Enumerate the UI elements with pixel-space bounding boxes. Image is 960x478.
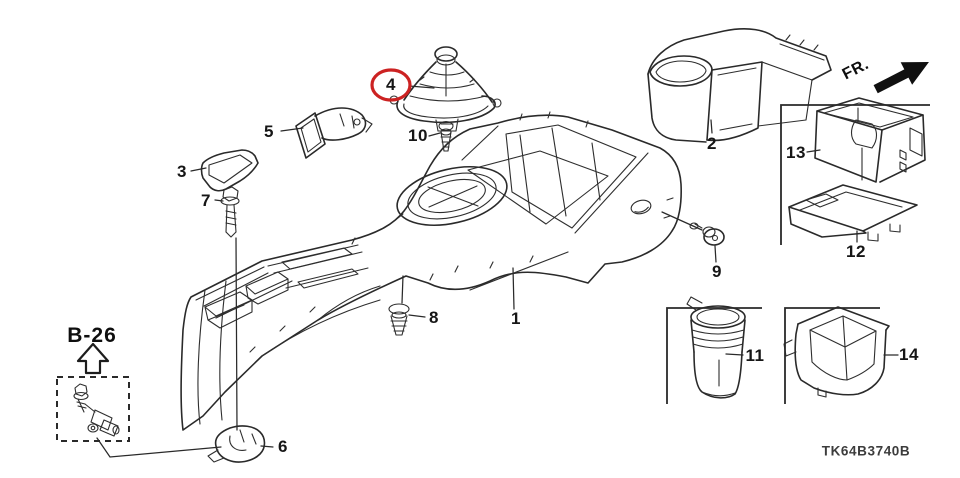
highlight-circle [370, 68, 412, 102]
part-5-bracket [295, 107, 373, 159]
part-6-bracket [207, 425, 266, 463]
diagram-code: TK64B3740B [821, 443, 911, 459]
fr-direction-arrow-icon [873, 62, 929, 94]
part-10-clip [438, 120, 454, 152]
part-callout-3: 3 [177, 162, 187, 181]
part-9-knob [689, 222, 725, 246]
part-callout-1: 1 [511, 309, 521, 328]
part-callout-2: 2 [707, 134, 717, 153]
part-callout-14: 14 [899, 345, 919, 364]
part-callout-13: 13 [786, 143, 806, 162]
hatching-ticks [249, 111, 674, 353]
part-callout-9: 9 [712, 262, 722, 281]
b26-arrow-icon [76, 342, 110, 375]
part-callout-7: 7 [201, 191, 211, 210]
part-13-box [814, 97, 926, 183]
part-14-cup-holder [783, 306, 890, 398]
part-callout-6: 6 [278, 437, 288, 456]
part-1-console-body [180, 111, 682, 431]
part-callout-11: 11 [745, 346, 765, 365]
part-12-lid [788, 184, 918, 242]
part-callout-12: 12 [846, 242, 866, 261]
part-11-cup-insert [686, 296, 746, 399]
part-callout-10: 10 [408, 126, 428, 145]
leader-lines [96, 85, 899, 458]
part-7-bolt [220, 186, 240, 238]
part-3-pad [200, 149, 259, 192]
part-2-rear-tray [647, 28, 832, 143]
part-callout-8: 8 [429, 308, 439, 327]
part-8-clip [388, 303, 410, 336]
b26-dashed-box [56, 376, 130, 442]
part-4-shift-boot [389, 46, 502, 132]
b26-reference-label: B-26 [67, 324, 117, 347]
part-callout-4: 4 [386, 75, 396, 94]
b26-detail-parts [56, 376, 130, 442]
part-callout-5: 5 [264, 122, 274, 141]
divider-brackets [666, 104, 930, 404]
